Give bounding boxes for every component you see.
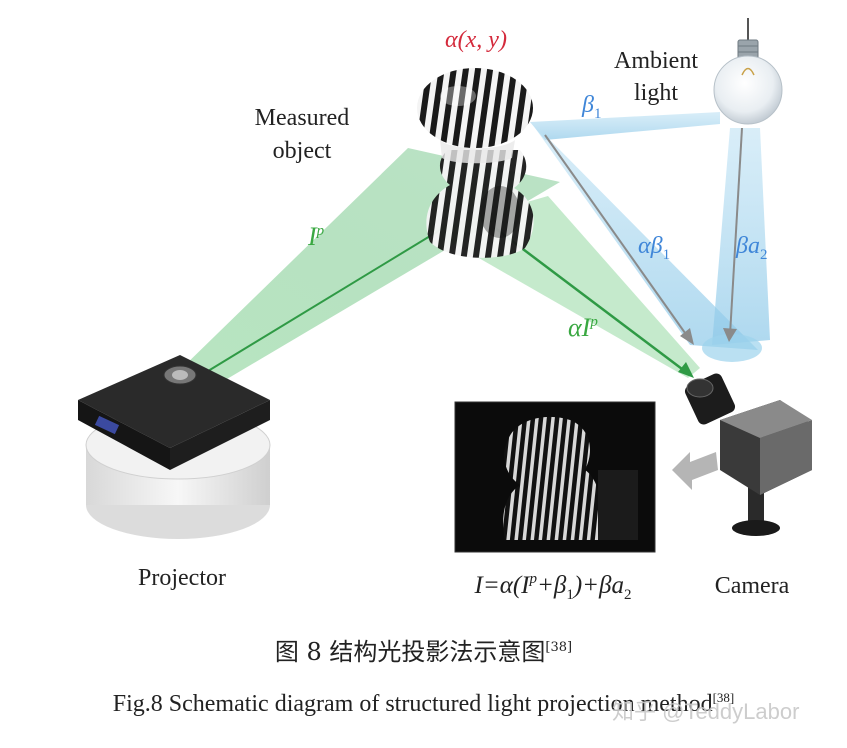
projector-device: [78, 355, 271, 539]
alpha-beta1-label: αβ1: [638, 233, 670, 263]
ambient-light-label-line2: light: [634, 80, 678, 106]
ip-label: Ip: [307, 222, 325, 251]
measured-object: [417, 68, 534, 258]
equation-label: I=α(Ip+β1)+βa2: [474, 571, 632, 603]
ambient-reflected-arrowhead: [680, 328, 694, 345]
caption-english: Fig.8 Schematic diagram of structured li…: [112, 690, 735, 717]
ambient-direct-beam: [712, 128, 770, 345]
beta-a2-label: βa2: [735, 233, 767, 263]
output-arrow-icon: [672, 452, 718, 490]
watermark: 知乎 @TeddyLabor: [612, 699, 800, 724]
projector-label: Projector: [138, 565, 226, 591]
ambient-reflected-ray: [544, 134, 691, 341]
reflection-arrowhead: [678, 362, 694, 378]
reflection-ray: [494, 227, 691, 376]
alpha-xy-label: α(x, y): [445, 27, 507, 53]
ambient-reflected-beam: [535, 128, 758, 350]
alpha-ip-label: αIp: [568, 313, 598, 342]
ambient-direct-arrowhead: [723, 328, 737, 342]
ambient-beam-to-object: [530, 112, 720, 140]
caption-chinese: 图 8 结构光投影法示意图[38]: [274, 638, 573, 666]
projection-ray: [189, 229, 441, 383]
beta1-label: β1: [581, 92, 601, 122]
measured-object-label-line1: Measured: [255, 105, 350, 131]
measured-object-label-line2: object: [273, 138, 332, 164]
camera-device: [684, 373, 812, 536]
camera-aperture-glow: [702, 334, 762, 362]
camera-label: Camera: [715, 573, 790, 599]
ambient-light-label-line1: Ambient: [614, 48, 698, 74]
structured-light-diagram: α(x, y) Measured object Ambient light β1…: [78, 18, 812, 603]
captured-fringe-image: [454, 401, 656, 553]
ambient-direct-ray: [729, 127, 743, 336]
light-bulb-icon: [713, 18, 783, 125]
